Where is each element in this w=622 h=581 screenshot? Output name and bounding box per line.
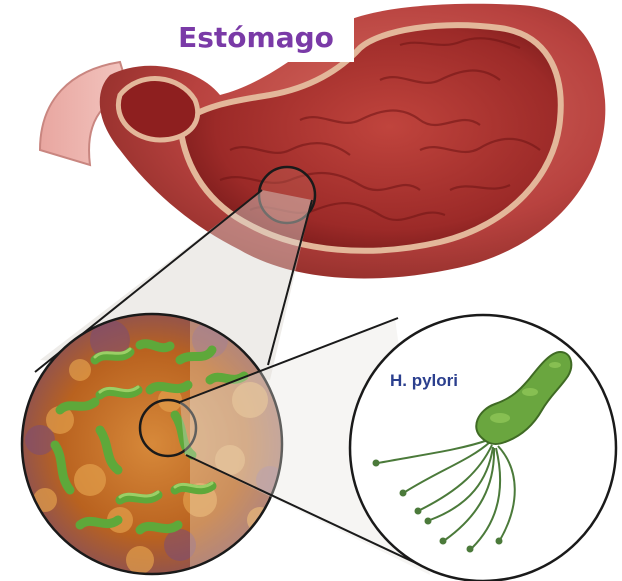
bacterium-magnification [350, 315, 616, 581]
bacterium-label: H. pylori [390, 371, 458, 391]
stomach-pouch [118, 79, 197, 140]
title-box: Estómago [158, 12, 354, 62]
diagram-title: Estómago [178, 21, 334, 54]
